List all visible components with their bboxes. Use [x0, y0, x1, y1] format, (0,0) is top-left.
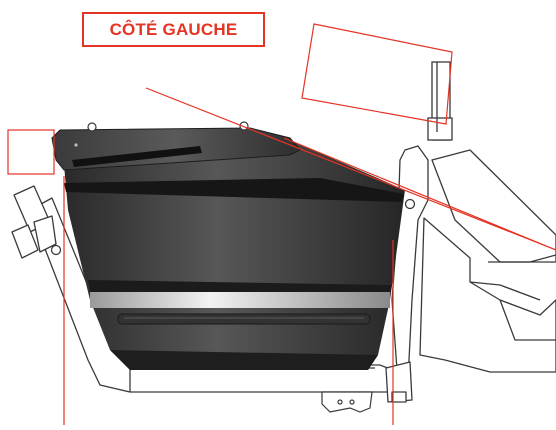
annotation-box-left — [7, 129, 55, 175]
box-dark-band — [88, 280, 392, 292]
annotation-box-top — [301, 23, 453, 125]
cargo-box — [64, 140, 405, 370]
annotation-lines — [7, 23, 556, 425]
seat-post — [427, 61, 453, 141]
lid-slot — [72, 146, 202, 167]
side-label-box: CÔTÉ GAUCHE — [82, 12, 265, 47]
box-bottom-edge — [110, 350, 378, 370]
rear-frame — [419, 149, 556, 373]
stand-bracket — [321, 391, 373, 413]
box-handle-slot — [117, 313, 371, 325]
side-label: CÔTÉ GAUCHE — [109, 19, 238, 39]
box-top-band — [64, 178, 404, 202]
box-light-band — [90, 292, 390, 308]
cargo-box-lid — [51, 121, 301, 171]
front-steering-arm — [11, 185, 62, 259]
box-body — [64, 140, 405, 370]
